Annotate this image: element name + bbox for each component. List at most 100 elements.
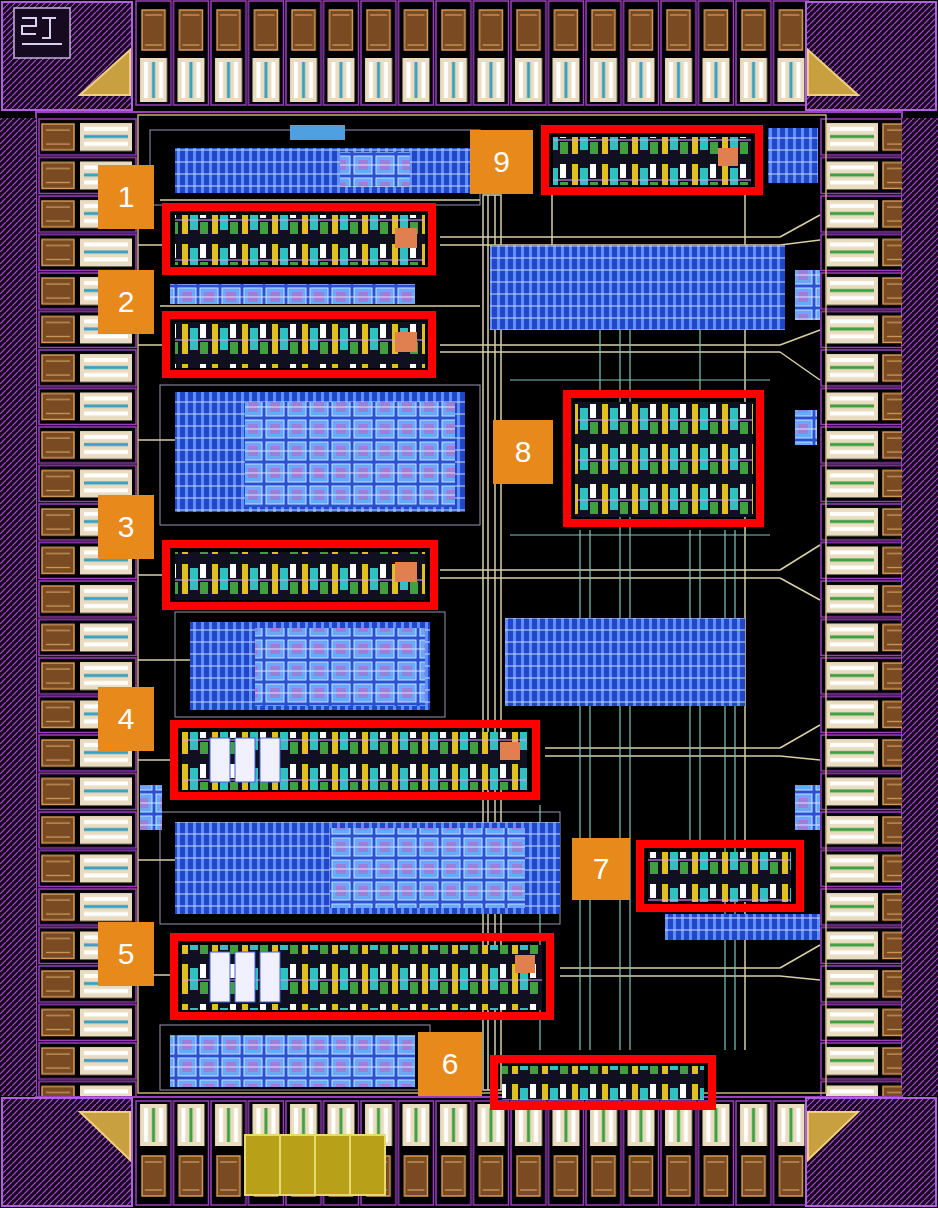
layout-shape [795,410,817,445]
layout-shape [560,967,780,969]
callout-number: 8 [515,437,532,467]
layout-shape [395,332,417,352]
layout-shape [38,118,138,1096]
layout-shape [808,50,858,95]
layout-shape [648,852,791,902]
layout-shape [175,148,475,193]
callout-box: 8 [493,420,553,484]
layout-shape [490,245,785,330]
layout-shape [166,544,434,606]
layout-shape [135,0,810,108]
layout-shape [795,270,820,320]
layout-shape [210,738,230,782]
callout-box: 9 [470,130,533,194]
layout-shape [505,618,745,706]
layout-shape [175,552,425,600]
layout-shape [340,152,410,187]
layout-shape [589,530,590,1050]
layout-shape [395,148,738,973]
layout-shape [780,976,820,980]
callout-box: 2 [98,270,154,334]
layout-shape [780,945,820,968]
layout-shape [2,2,132,110]
layout-shape [260,952,280,1002]
layout-shape [806,2,936,110]
callout-number: 2 [118,287,135,317]
layout-shape [780,215,820,237]
callout-number: 5 [118,939,135,969]
callout-number: 3 [118,512,135,542]
layout-shape [780,352,820,380]
layout-shape [210,738,280,1002]
layout-shape [138,659,190,661]
layout-shape [395,228,417,248]
layout-shape [210,952,230,1002]
layout-shape [510,534,770,535]
layout-shape [545,129,759,191]
layout-shape [2,1098,132,1206]
layout-shape [160,385,480,525]
layout-shape [551,195,553,245]
layout-shape [795,785,820,830]
layout-shape [902,118,938,1096]
layout-shape [235,738,255,782]
layout-shape [138,759,170,761]
layout-shape [166,315,432,374]
layout-shape [724,530,725,1050]
layout-shape [290,125,345,140]
layout-shape [500,742,520,760]
callout-number: 6 [442,1049,459,1079]
layout-shape [255,628,425,706]
layout-shape [14,8,70,58]
layout-shape [174,724,536,796]
layout-shape [36,112,902,1097]
layout-shape [175,322,425,368]
layout-shape [182,945,542,1010]
layout-shape [175,612,445,717]
layout-shape [780,578,820,600]
callout-box: 4 [98,687,154,751]
layout-shape [245,402,455,507]
layout-shape [553,137,751,185]
layout-shape [599,330,600,390]
layout-shape [80,50,130,95]
layout-shape [440,344,780,346]
layout-shape [567,394,760,523]
layout-shape [349,1135,351,1195]
layout-shape [138,244,162,246]
layout-shape [166,207,432,271]
layout-shape [175,822,560,914]
layout-shape [0,118,36,1096]
layout-shape [138,115,826,1093]
layout-shape [575,402,753,517]
layout-shape [260,738,280,782]
callout-number: 7 [593,854,610,884]
layout-shape [279,1135,281,1195]
layout-shape [515,955,535,973]
layout-shape [560,975,780,977]
layout-shape [170,284,415,304]
layout-shape [138,859,175,861]
layout-shape [235,952,255,1002]
callout-box: 1 [98,165,154,229]
callout-box: 7 [572,838,630,900]
layout-shape [780,330,820,345]
layout-shape [182,732,527,790]
layout-shape [780,240,820,245]
layout-shape [440,577,780,579]
layout-shape [440,569,780,571]
layout-shape [138,195,820,1090]
layout-shape [494,1059,712,1106]
layout-shape [245,1135,385,1195]
layout-shape [780,725,820,748]
layout-shape [175,392,465,512]
layout-shape [768,128,818,183]
layout-shape [718,148,738,166]
callout-box: 3 [98,495,154,559]
layout-shape [135,1100,810,1208]
callout-number: 4 [118,704,135,734]
layout-shape [22,18,62,44]
layout-shape [579,530,580,1050]
layout-shape [160,812,560,924]
